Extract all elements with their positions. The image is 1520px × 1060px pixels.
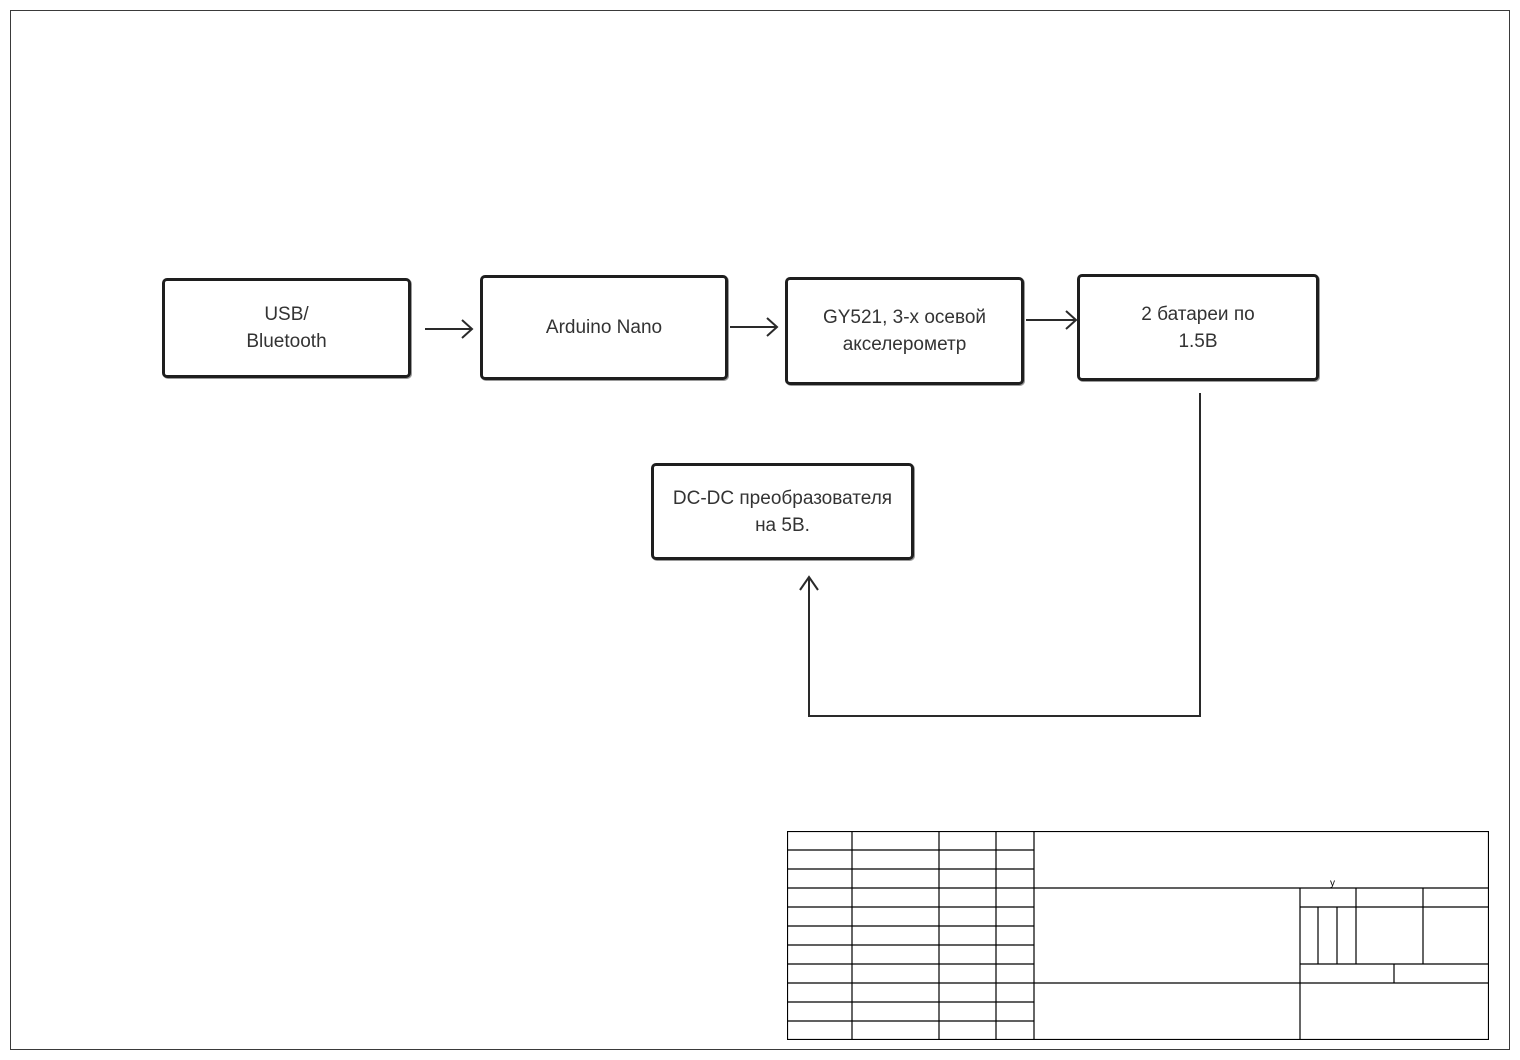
battery-block: 2 батареи по 1.5В (1077, 274, 1319, 381)
accelerometer-block: GY521, 3-х осевой акселерометр (785, 277, 1024, 385)
arrow-battery-to-dcdc (799, 393, 1201, 717)
arrow-usb-to-nano (425, 319, 474, 339)
arrow-nano-to-gy (730, 317, 779, 337)
dcdc-converter-block: DC-DC преобразователя на 5В. (651, 463, 914, 560)
arrow-gy-to-battery (1026, 310, 1078, 330)
title-block (787, 831, 1489, 1040)
arduino-nano-block: Arduino Nano (480, 275, 728, 380)
title-block-mark: у (1330, 878, 1335, 889)
usb-bluetooth-block: USB/ Bluetooth (162, 278, 411, 378)
drawing-sheet-frame (10, 10, 1510, 1050)
